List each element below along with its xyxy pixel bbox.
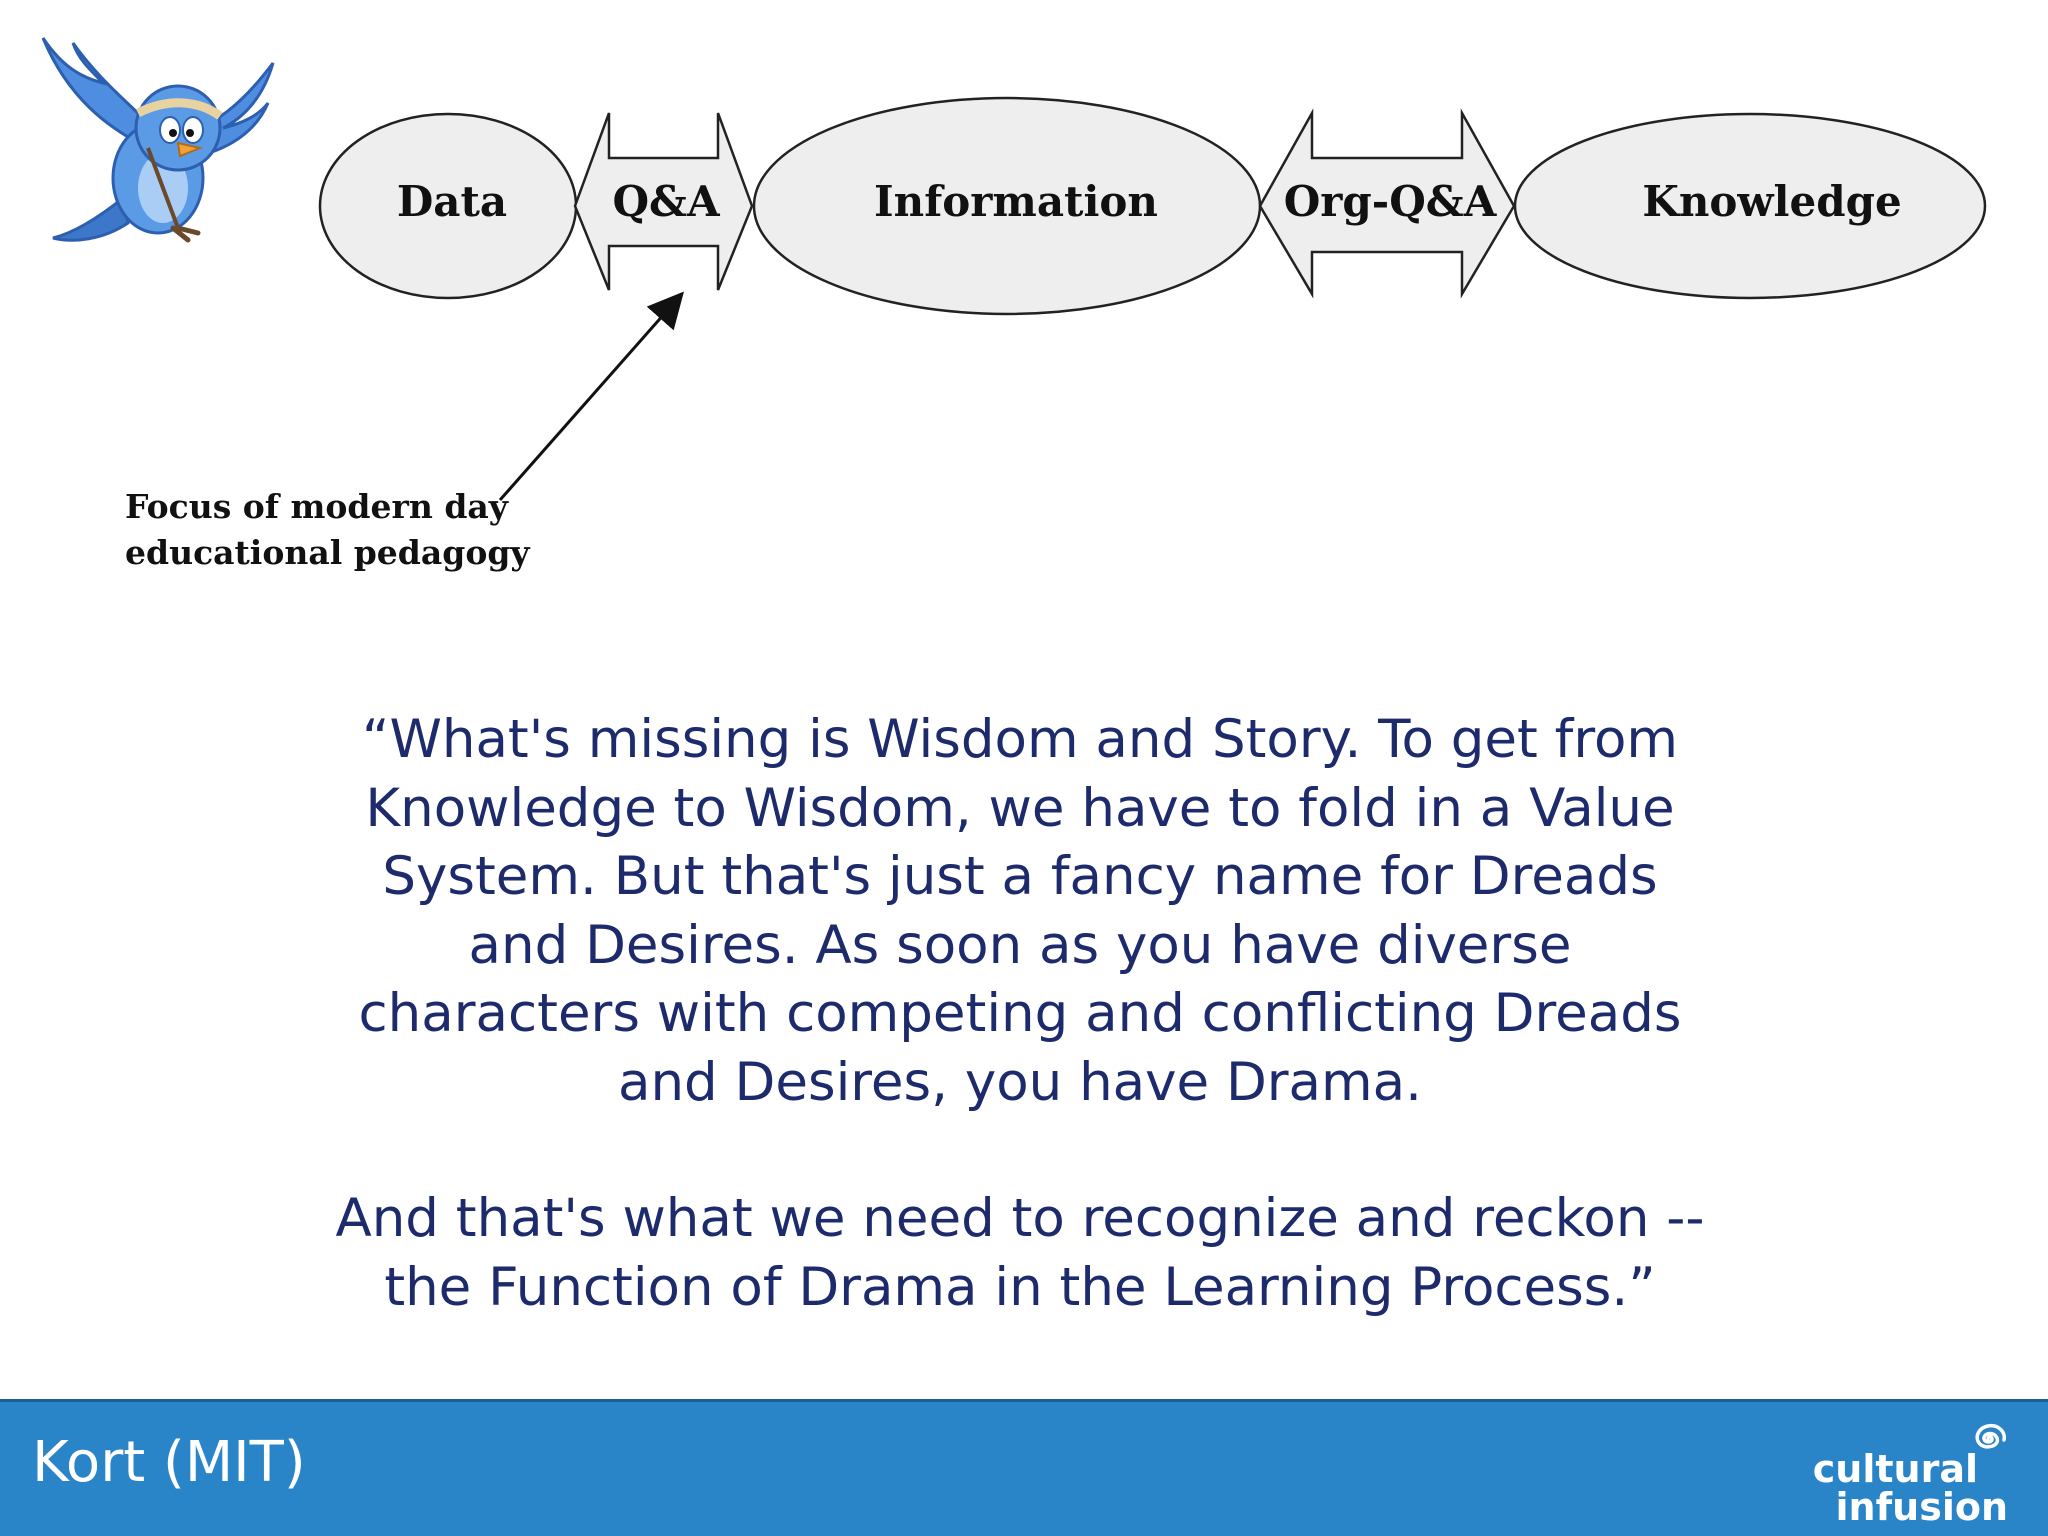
knowledge-node-label: Knowledge — [1642, 177, 1901, 226]
data-node-label: Data — [397, 177, 507, 226]
diagonal-arrow-icon — [498, 291, 684, 501]
quote-paragraph-1: “What's missing is Wisdom and Story. To … — [358, 709, 1682, 1113]
annotation-line-2: educational pedagogy — [125, 533, 530, 572]
quote-spacer — [330, 1117, 1710, 1185]
information-node: Information — [752, 96, 1262, 316]
quote-paragraph-2: And that's what we need to recognize and… — [335, 1188, 1705, 1318]
knowledge-node: Knowledge — [1513, 112, 1987, 300]
qa-arrow-label: Q&A — [612, 177, 721, 226]
logo-text-line-2: infusion — [1835, 1485, 2008, 1529]
knowledge-flow-diagram: Data Q&A Information Org-Q&A Knowledge F… — [125, 96, 1987, 572]
data-node: Data — [318, 112, 578, 300]
cultural-infusion-logo: cultural infusion — [1798, 1420, 2008, 1530]
logo-text-line-1: cultural — [1812, 1447, 1978, 1491]
information-node-label: Information — [874, 177, 1158, 226]
org-qa-arrow-label: Org-Q&A — [1284, 177, 1498, 226]
quote-block: “What's missing is Wisdom and Story. To … — [330, 706, 1710, 1322]
cartoon-bluebird-icon — [41, 37, 275, 243]
spiral-swirl-icon — [1975, 1423, 2007, 1449]
footer-title: Kort (MIT) — [32, 1430, 306, 1495]
focus-annotation: Focus of modern day educational pedagogy — [125, 487, 530, 572]
annotation-line-1: Focus of modern day — [125, 487, 509, 526]
org-qa-arrow: Org-Q&A — [1258, 108, 1516, 299]
qa-arrow: Q&A — [573, 112, 754, 291]
footer-bar: Kort (MIT) cultural infusion — [0, 1399, 2048, 1536]
